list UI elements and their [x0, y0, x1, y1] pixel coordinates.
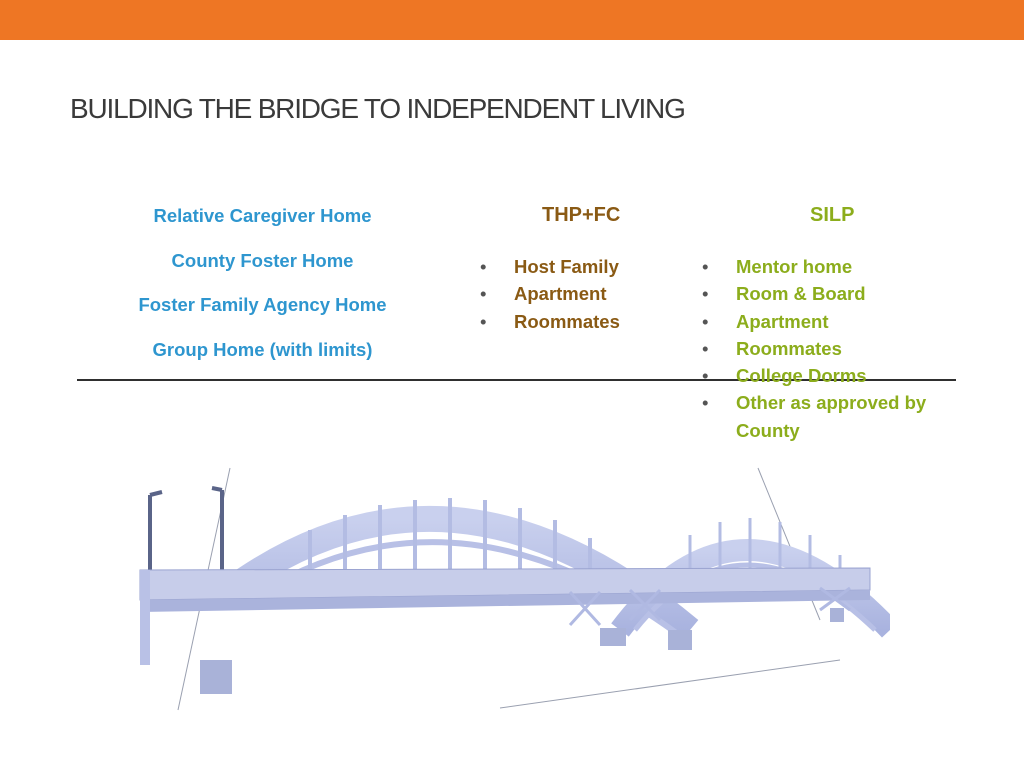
- thp-list-item: Roommates: [480, 308, 690, 336]
- silp-list-item: Roommates: [702, 335, 962, 363]
- left-item: Foster Family Agency Home: [138, 294, 387, 315]
- thp-list: Host Family Apartment Roommates: [480, 253, 690, 335]
- left-item: Relative Caregiver Home: [153, 205, 372, 226]
- silp-list: Mentor home Room & Board Apartment Roomm…: [702, 253, 962, 444]
- left-item: County Foster Home: [171, 249, 354, 271]
- thp-list-item: Host Family: [480, 253, 690, 281]
- silp-list-item: Other as approved by County: [702, 389, 962, 444]
- silp-list-item: Room & Board: [702, 280, 962, 308]
- accent-top-bar: [0, 0, 1024, 40]
- thp-list-item: Apartment: [480, 280, 690, 308]
- silp-list-item: Mentor home: [702, 253, 962, 281]
- silp-heading: SILP: [810, 204, 855, 226]
- left-column: Relative Caregiver Home County Foster Ho…: [120, 203, 405, 381]
- left-item: Group Home (with limits): [152, 338, 373, 360]
- thp-heading: THP+FC: [542, 204, 621, 226]
- silp-list-item: Apartment: [702, 308, 962, 336]
- bridge-divider-line: [77, 379, 956, 381]
- slide-title: BUILDING THE BRIDGE TO INDEPENDENT LIVIN…: [70, 93, 686, 124]
- silp-list-item: College Dorms: [702, 362, 962, 390]
- bridge-illustration: [139, 467, 890, 711]
